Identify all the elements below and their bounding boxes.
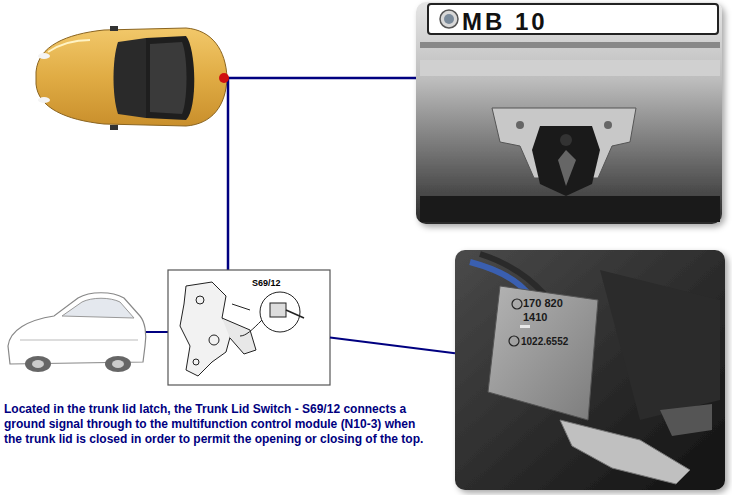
trunk-lid-photo bbox=[416, 2, 722, 224]
license-plate-text: MB 10 bbox=[462, 6, 548, 37]
photo-panel: MB 10 bbox=[416, 2, 722, 224]
part-number: 1022.6552 bbox=[521, 335, 568, 348]
caption: Located in the trunk lid latch, the Trun… bbox=[4, 402, 432, 447]
location-dot bbox=[219, 73, 229, 83]
latch-drawing bbox=[168, 270, 330, 385]
connector-line bbox=[330, 338, 455, 354]
side-view-car bbox=[8, 293, 146, 372]
part-number: 170 820 1410 bbox=[523, 296, 567, 325]
leader-line bbox=[226, 77, 433, 80]
drawing-inset: S69/12 bbox=[168, 270, 330, 385]
leader-line bbox=[227, 78, 230, 272]
photo-panel: 170 820 1410 1022.6552 bbox=[455, 250, 725, 490]
switch-photo bbox=[455, 250, 725, 490]
top-view-car bbox=[36, 26, 227, 130]
part-code: S69/12 bbox=[252, 278, 281, 290]
